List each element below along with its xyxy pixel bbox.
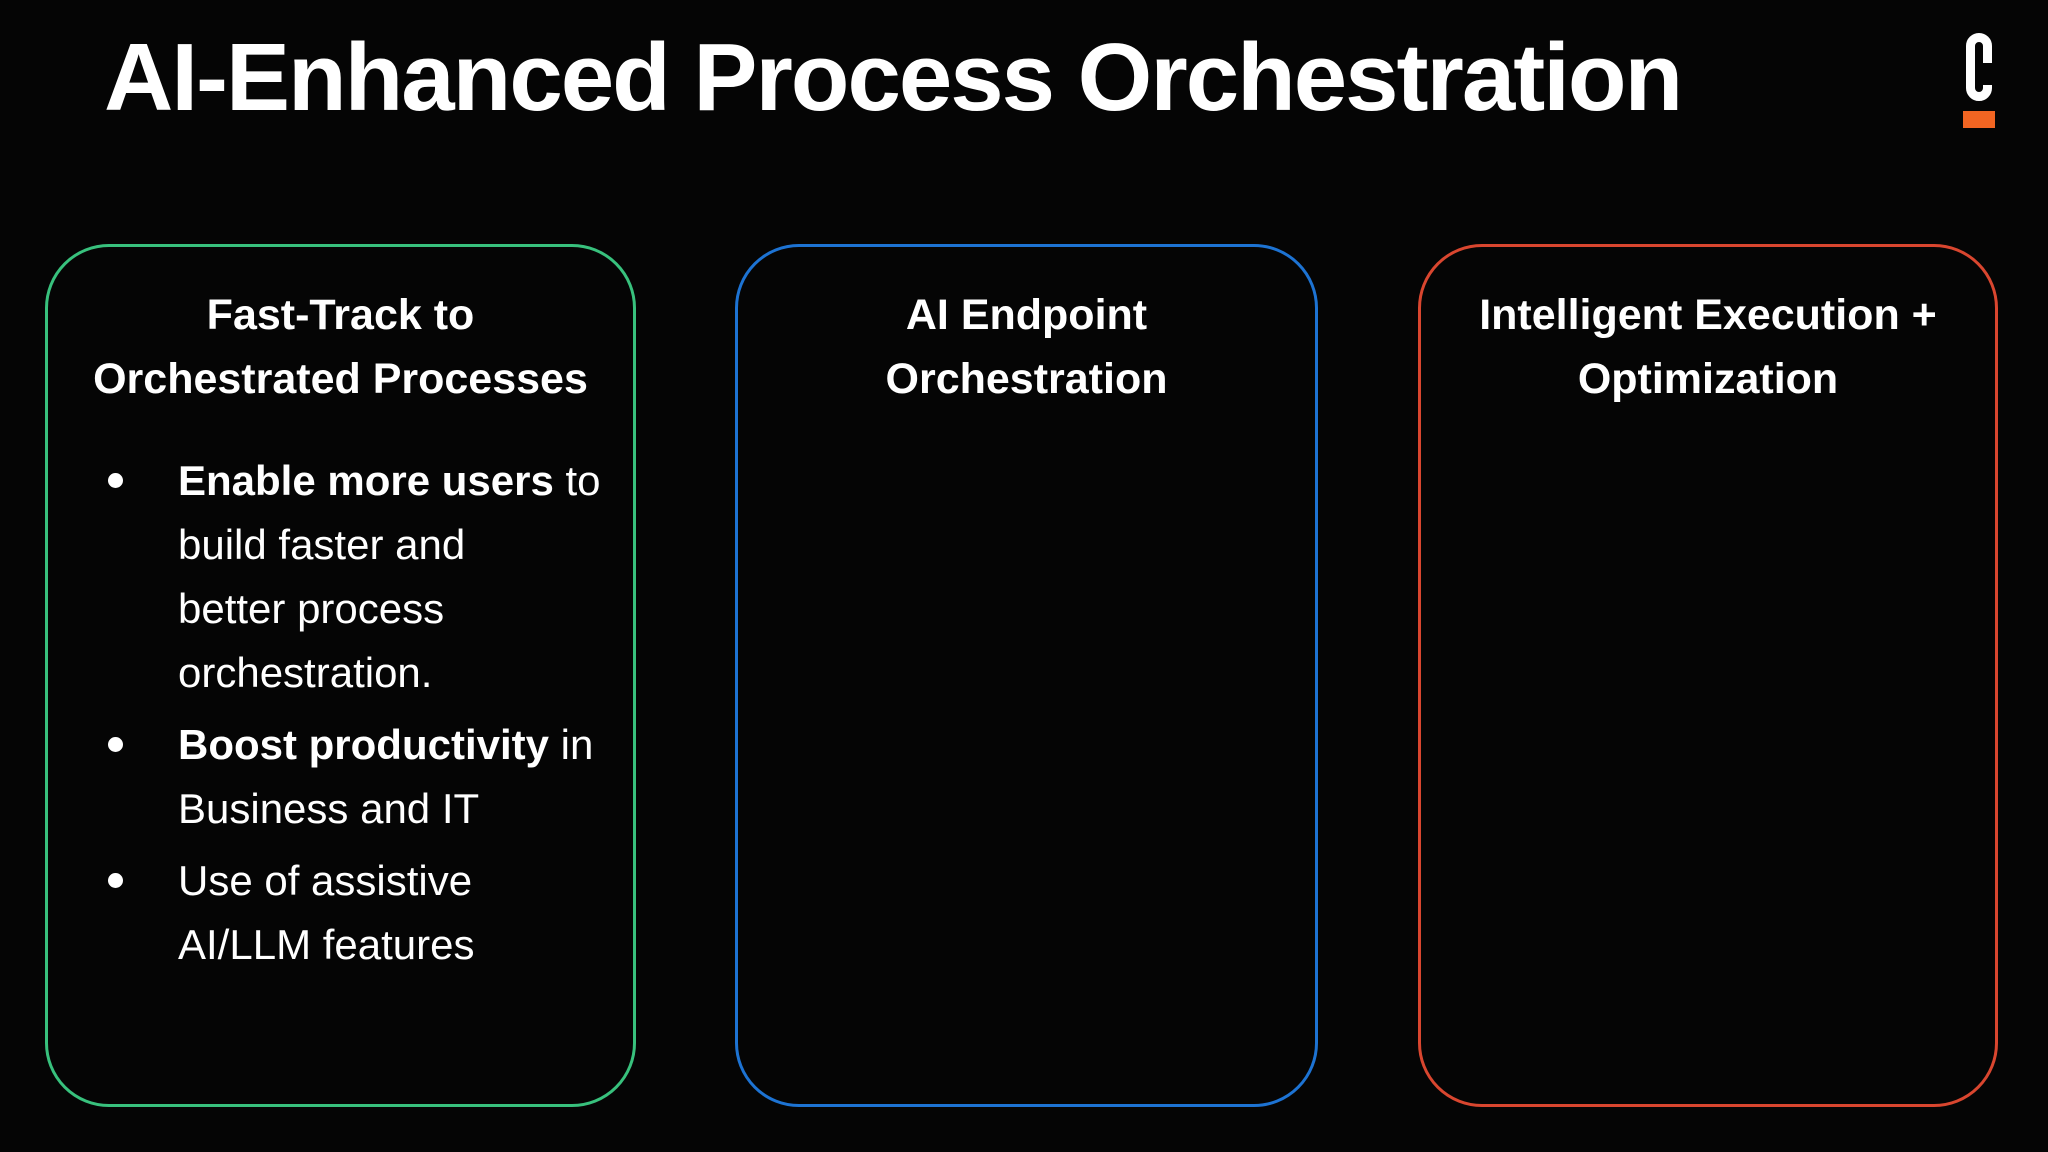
card-fast-track: Fast-Track to Orchestrated Processes Ena… [45, 244, 636, 1107]
card-title-line: Intelligent Execution + [1479, 291, 1937, 339]
list-item: Boost productivity in Business and IT [108, 713, 623, 841]
card-title-line: AI Endpoint [905, 291, 1148, 339]
logo-letter-c-icon [1966, 33, 1992, 101]
list-item: Use of assistive AI/LLM features [108, 849, 623, 977]
card-title-line: Fast-Track to [206, 291, 475, 339]
card-title: Intelligent Execution + Optimization [1421, 283, 1995, 411]
card-title-line: Orchestration [885, 355, 1168, 403]
bullet-icon [108, 873, 123, 888]
bullet-text: Enable more users to build faster and be… [178, 457, 601, 696]
card-title-line: Optimization [1577, 355, 1839, 403]
bullet-list: Enable more users to build faster and be… [48, 449, 633, 977]
bullet-icon [108, 737, 123, 752]
logo-underline [1963, 111, 1995, 128]
card-ai-endpoint: AI Endpoint Orchestration [735, 244, 1318, 1107]
card-title-line: Orchestrated Processes [93, 355, 588, 403]
card-intelligent-execution: Intelligent Execution + Optimization [1418, 244, 1998, 1107]
card-title: AI Endpoint Orchestration [738, 283, 1315, 411]
bullet-text: Use of assistive AI/LLM features [178, 857, 475, 968]
list-item: Enable more users to build faster and be… [108, 449, 623, 705]
page-title: AI-Enhanced Process Orchestration [104, 24, 1683, 131]
bullet-text: Boost productivity in Business and IT [178, 721, 594, 832]
card-title: Fast-Track to Orchestrated Processes [48, 283, 633, 411]
bullet-icon [108, 473, 123, 488]
brand-logo [1963, 33, 1997, 128]
